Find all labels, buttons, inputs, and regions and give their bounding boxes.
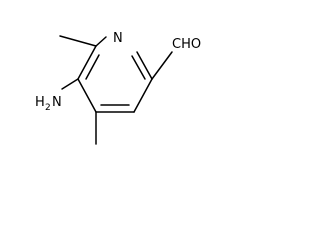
amine-subscript-label: 2 bbox=[45, 103, 51, 113]
amine-h-label: H bbox=[35, 95, 45, 110]
bond-c2-c3 bbox=[77, 45, 97, 80]
ring-nitrogen-label: N bbox=[113, 31, 123, 46]
aldehyde-label: CHO bbox=[172, 37, 201, 52]
amine-n-label: N bbox=[52, 95, 62, 110]
bond-c6-n bbox=[136, 51, 153, 80]
double-bond-c6-n-inner bbox=[131, 55, 146, 80]
bond-methyl-top bbox=[59, 35, 97, 47]
bond-n-c2 bbox=[95, 36, 107, 47]
bond-amine bbox=[61, 78, 79, 90]
chemical-structure-diagram: N CHO H 2 N bbox=[35, 31, 201, 145]
bond-aldehyde bbox=[151, 51, 173, 80]
bond-c5-c6 bbox=[133, 78, 153, 113]
bond-c3-c4 bbox=[77, 78, 97, 113]
double-bond-c2-c3-inner bbox=[85, 54, 100, 80]
